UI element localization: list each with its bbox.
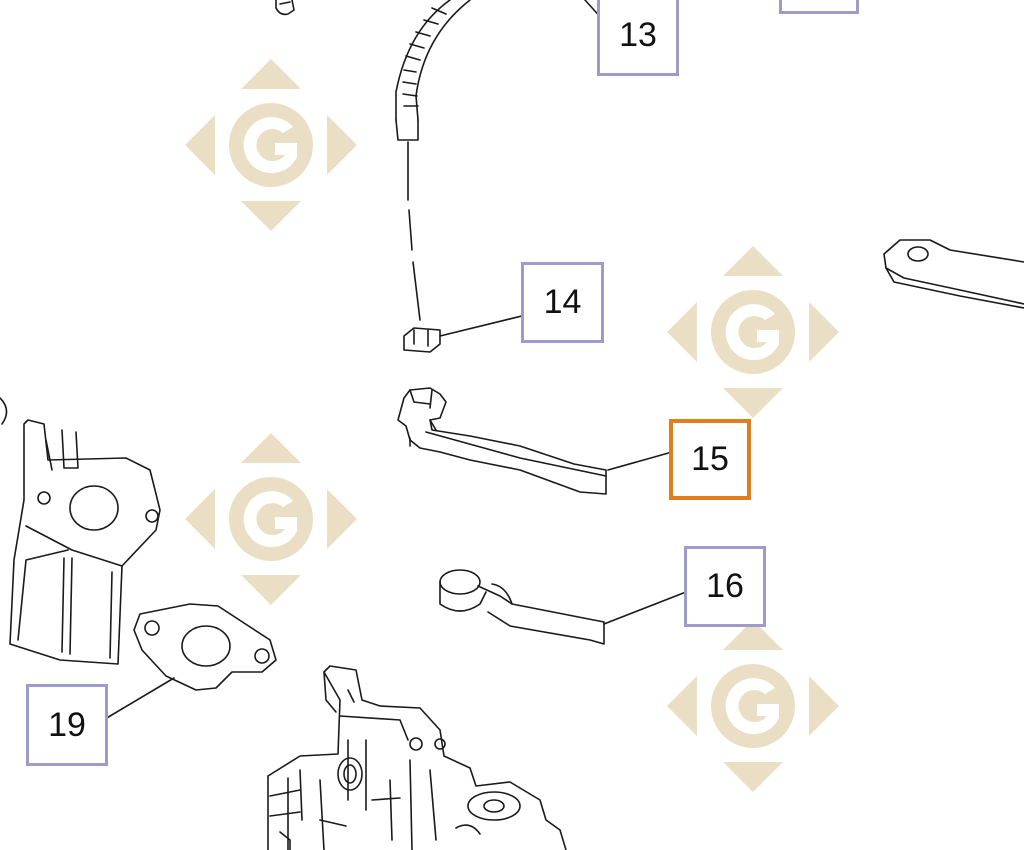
- callout-15[interactable]: 15: [669, 419, 751, 500]
- part-16-choke-lever: [439, 569, 687, 645]
- watermark-logo-2: [667, 246, 839, 418]
- left-plate-part: [0, 397, 161, 665]
- callout-16-label: 16: [706, 567, 744, 605]
- callout-14[interactable]: 14: [521, 262, 604, 343]
- callout-16[interactable]: 16: [684, 546, 766, 627]
- part-14-clip: [403, 313, 531, 353]
- watermark-logo-1: [185, 59, 357, 231]
- callout-19-label: 19: [48, 705, 86, 744]
- screw-part: [275, 0, 295, 16]
- carburetor-part: [267, 665, 567, 850]
- right-lever-part: [883, 239, 1024, 309]
- watermark-logo-4: [667, 620, 839, 792]
- watermark-logo-3: [185, 433, 357, 605]
- callout-19[interactable]: 19: [26, 684, 108, 766]
- callout-13[interactable]: 13: [597, 0, 679, 76]
- callout-partial-top: [779, 0, 859, 14]
- callout-15-label: 15: [691, 440, 729, 478]
- callout-14-label: 14: [543, 283, 582, 321]
- part-13-spring-wire: [395, 0, 604, 321]
- part-19-gasket: [99, 603, 277, 723]
- callout-13-label: 13: [619, 15, 657, 54]
- part-15-throttle-lever: [397, 387, 673, 495]
